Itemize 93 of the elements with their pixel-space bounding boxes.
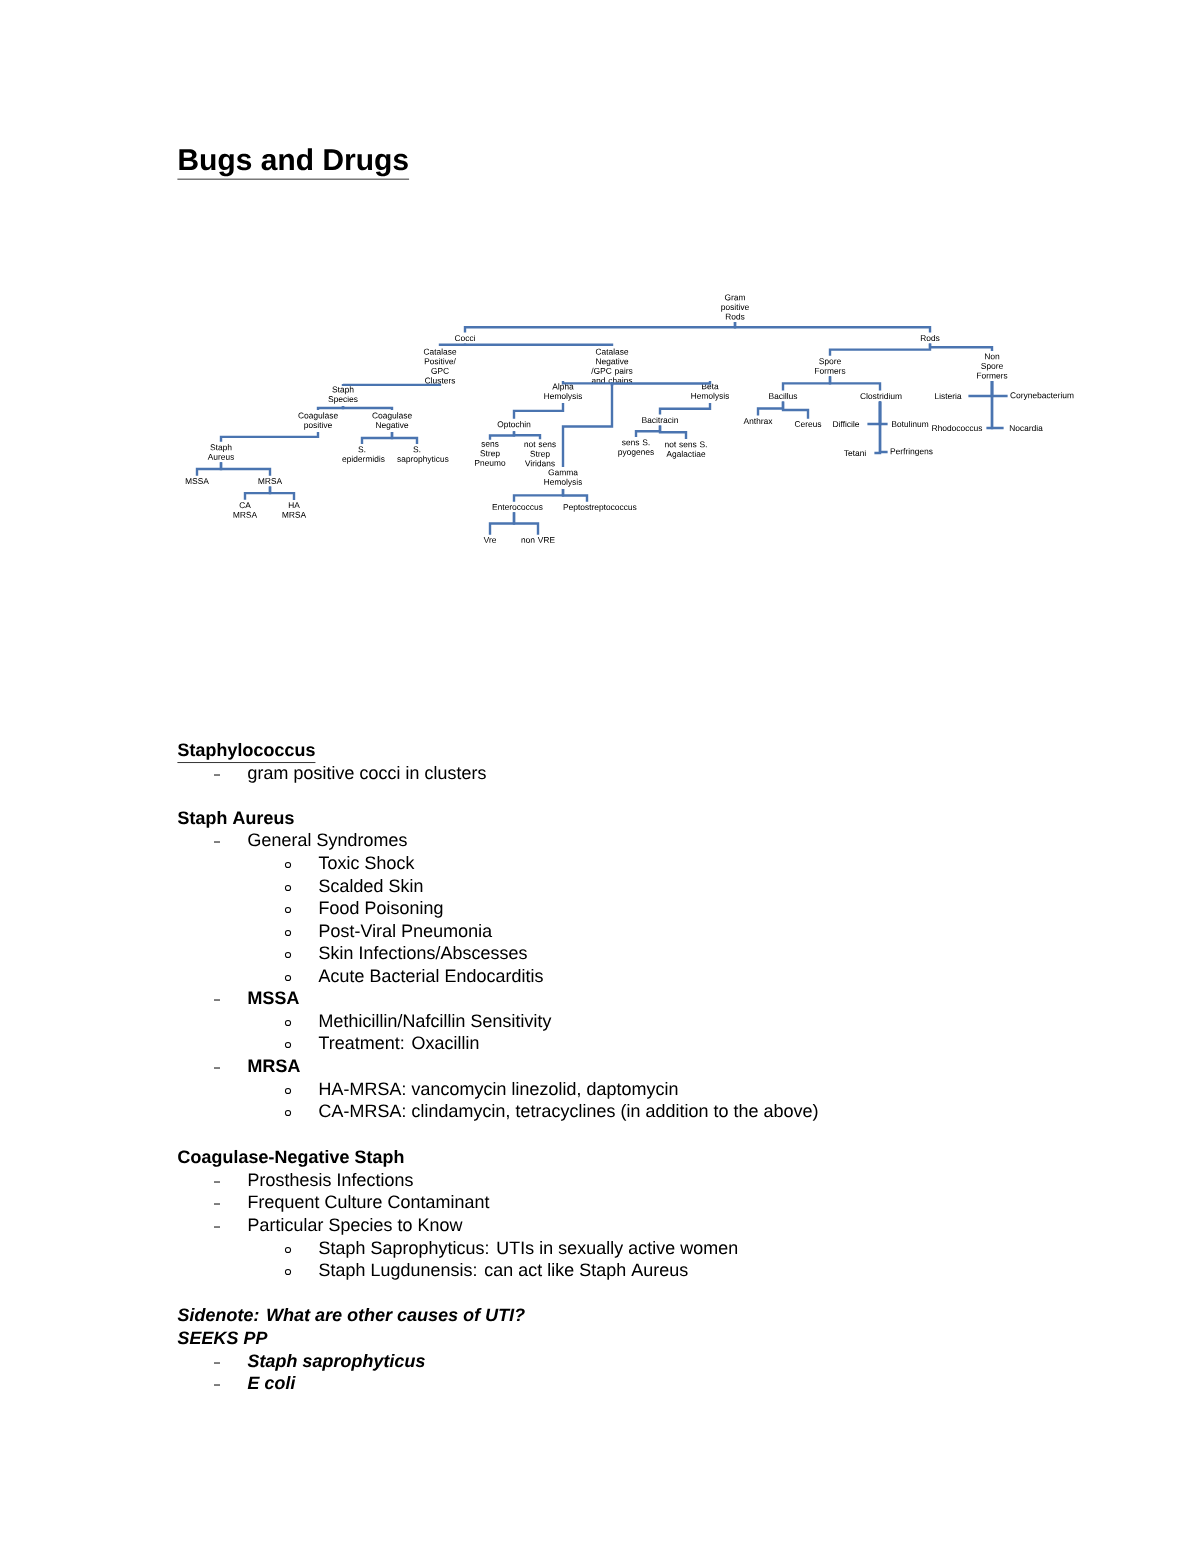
connector-line [488,431,516,440]
tree-label: Catalase Negative /GPC pairs and chains [591,348,633,384]
tree-label: Spore Formers [815,358,846,374]
connector-line [316,405,345,411]
connector-line [341,382,442,387]
connector-line [512,431,542,440]
list-item: Acute Bacterial Endocarditis [318,968,543,983]
connector-line [390,432,419,444]
list-item: Particular Species to Know [248,1217,463,1235]
heading: Coagulase-Negative Staph [178,1149,404,1167]
tree-label: Coagulase Negative [372,412,412,430]
list-item: Scalded Skin [319,878,423,893]
connector-line [781,401,810,419]
list-item: Prosthesis Infections [248,1172,413,1187]
tree-label: sens S. pyogenes [618,439,654,457]
list-item: MSSA [248,991,299,1005]
tree-label: Bacitracin [642,416,678,424]
list-item: General Syndromes [248,832,407,850]
tree-label: Staph Aureus [207,444,234,460]
tree-label: MRSA [258,478,283,484]
heading: Staph Aureus [177,810,294,828]
tree-label: Corynebacterium [1010,392,1074,400]
tree-label: Listeria [935,392,962,400]
connector-line [219,462,272,476]
tree-label: Gamma Hemolysis [544,469,583,487]
title: Bugs and Drugs [177,148,410,180]
connector-line [512,512,540,535]
connector-line [561,385,614,467]
tree-label: HA MRSA [282,502,307,518]
tree-label: S. epidermidis [342,446,385,464]
list-item: gram positive cocci in clusters [248,765,486,783]
tree-label: Staph Species [328,386,358,404]
connector-line [341,405,394,411]
connector-line [990,380,1004,430]
list-item: Toxic Shock [318,855,415,870]
connector-line [268,486,296,500]
tree-label: Peptostreptococcus [563,504,637,512]
list-item: Food Poisoning [319,900,443,918]
tree-label: sens Strep Pneumo [475,442,506,466]
tree-label: Gram positive Rods [721,294,749,320]
tree-label: Non Spore Formers [977,353,1008,379]
connector-line [658,425,688,439]
tree-label: Optochin [497,421,531,429]
connector-line [828,376,882,391]
list-item: Treatment: Oxacillin [318,1035,479,1050]
connector-line [928,343,994,352]
heading: Sidenote: What are other causes of UTI? [177,1307,525,1322]
tree-label: Rhodococcus [932,424,983,432]
tree-label: Vre [483,537,496,543]
tree-label: Tetani [844,449,866,457]
list-item: E coli [247,1375,296,1390]
tree-label: not sens Strep Viridans [524,441,556,467]
tree-label: Clostridium [860,392,902,400]
list-item: Staph saprophyticus [247,1353,425,1371]
connector-line [561,489,589,502]
list-item: Post-Viral Pneumonia [319,923,493,938]
list-item: Staph Lugdunensis: can act like Staph Aureus [319,1262,688,1280]
tree-label: Cocci [454,334,475,342]
tree-label: Nocardia [1009,424,1043,432]
heading: SEEKS PP [177,1331,268,1345]
tree-label: Catalase Positive/ GPC Clusters [423,348,457,384]
list-item: Skin Infections/Abscesses [319,945,527,960]
connector-line [463,342,614,348]
tree-label: Cereus [794,421,822,427]
list-item: Staph Saprophyticus: UTIs in sexually active women [319,1240,738,1258]
tree-label: Alpha Hemolysis [544,383,583,401]
connector-line [438,342,467,347]
tree-label: Coagulase positive [298,412,338,430]
connector-line [733,322,932,333]
connector-line [219,432,320,442]
connector-line [610,380,712,387]
connector-line [658,402,712,415]
list-item: HA-MRSA: vancomycin linezolid, daptomycin [319,1081,678,1099]
list-item: Frequent Culture Contaminant [248,1194,490,1212]
list-item: CA-MRSA: clindamycin, tetracyclines (in addition to the above) [319,1103,818,1121]
tree-label: Difficile [833,420,860,428]
tree-label: Botulinum [892,420,929,428]
tree-label: Enterococcus [492,504,543,510]
connector-line [561,380,614,387]
list-item: Methicillin/Nafcillin Sensitivity [319,1013,552,1031]
tree-label: non VRE [521,537,555,543]
tree-label: CA MRSA [233,502,258,518]
connector-line [512,403,565,419]
tree-label: not sens S. Agalactiae [665,441,707,459]
tree-label: MSSA [185,478,209,484]
tree-label: Rods [920,334,940,342]
tree-label: Perfringens [890,448,933,456]
tree-label: S. saprophyticus [397,446,449,464]
tree-label: Anthrax [743,417,773,425]
list-item: MRSA [248,1059,300,1073]
heading: Staphylococcus [177,742,316,763]
connector-line [878,401,888,454]
tree-label: Bacillus [769,392,798,400]
